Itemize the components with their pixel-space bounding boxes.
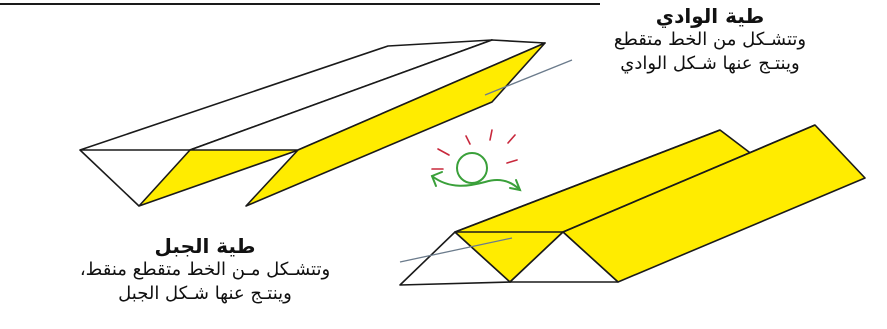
mountain-fold-line-2: وينتـج عنها شـكل الجبل [0, 282, 410, 306]
mountain-fold-title: طية الجبل [0, 234, 410, 258]
valley-fold-line-1: وتتشـكل من الخط متقطع [540, 28, 880, 52]
flip-arrow [432, 153, 520, 190]
mountain-fold-caption: طية الجبل وتتشـكل مـن الخط متقطع منقط، و… [0, 234, 410, 306]
valley-fold-line-2: وينتـج عنها شـكل الوادي [540, 52, 880, 76]
mountain-fold-paper [400, 125, 865, 285]
mountain-fold-line-1: وتتشـكل مـن الخط متقطع منقط، [0, 258, 410, 282]
sun-rays [432, 130, 517, 169]
turn-over-arrow-icon [432, 130, 520, 190]
valley-fold-paper [80, 40, 545, 206]
valley-fold-caption: طية الوادي وتتشـكل من الخط متقطع وينتـج … [540, 4, 880, 76]
valley-fold-title: طية الوادي [540, 4, 880, 28]
valley-bottom-edge [80, 150, 139, 206]
